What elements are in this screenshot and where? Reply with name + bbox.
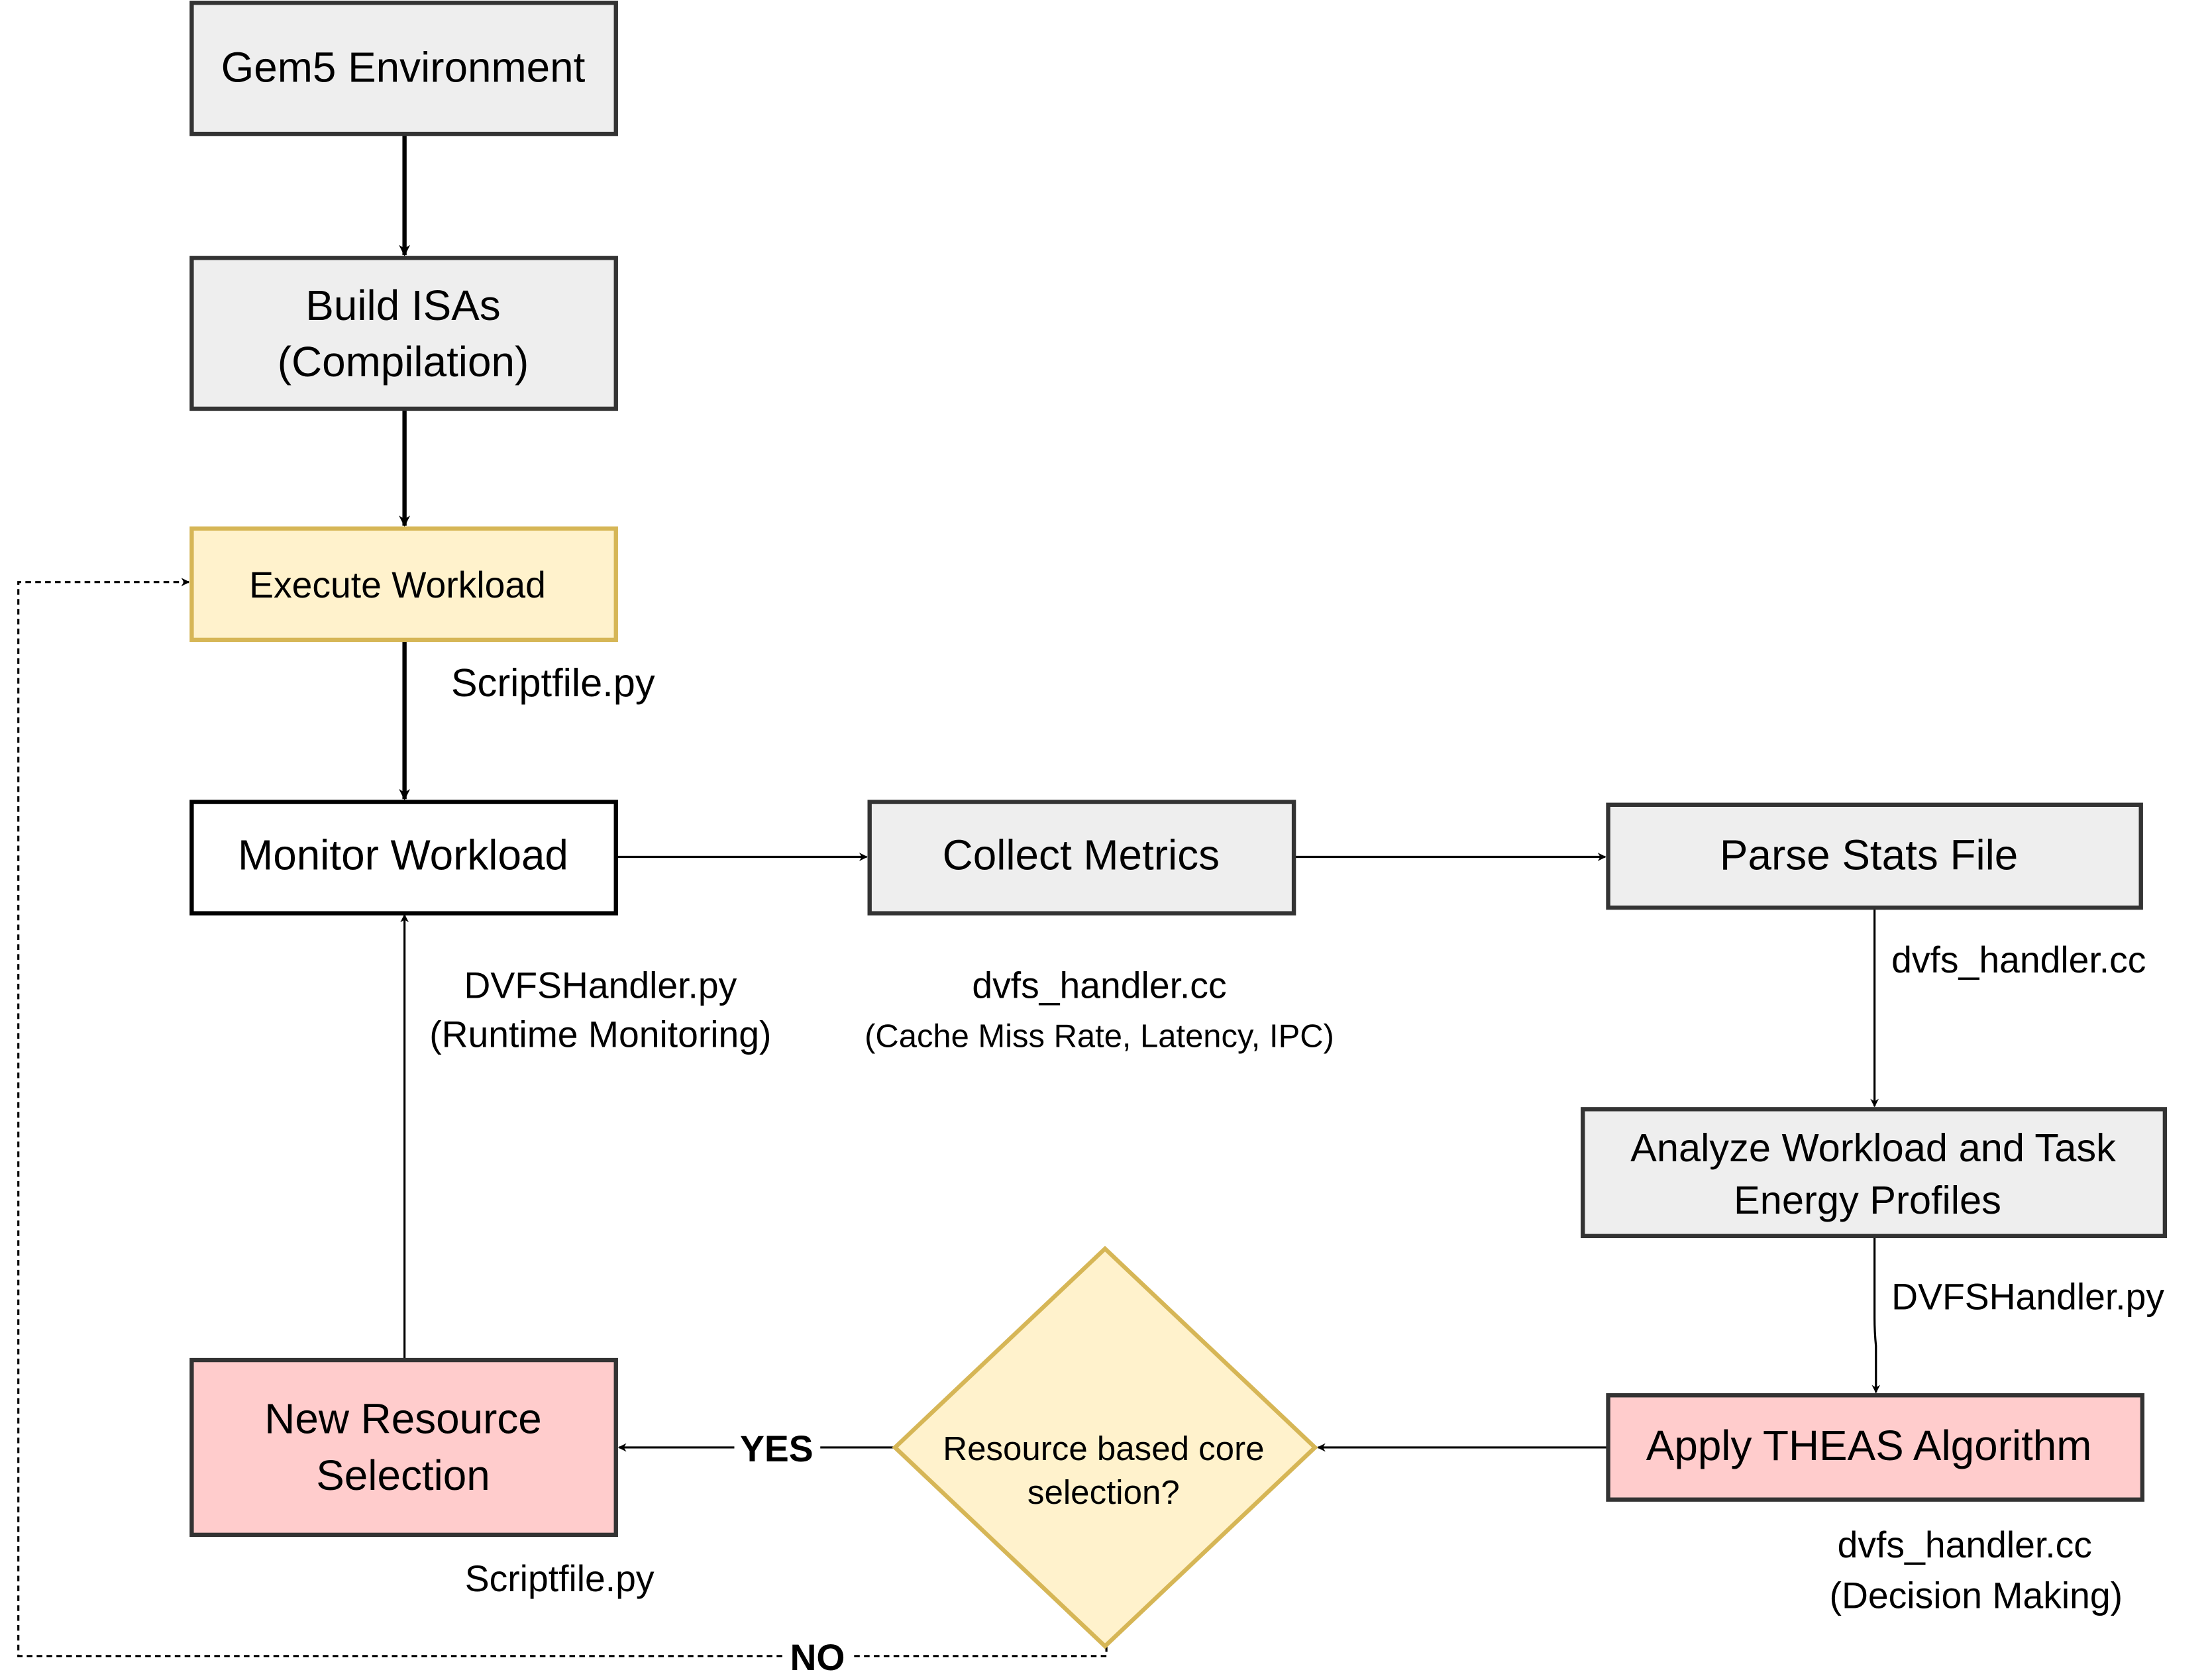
- build-isas-sublabel: (Compilation): [278, 338, 529, 386]
- annotation-dvfs-handler-metrics-list: (Cache Miss Rate, Latency, IPC): [865, 1019, 1334, 1055]
- decision-sublabel: selection?: [1027, 1473, 1180, 1511]
- execute-workload-label: Execute Workload: [249, 564, 546, 605]
- new-resource-selection-label: New Resource: [264, 1395, 541, 1443]
- edge-label-yes: YES: [740, 1428, 814, 1469]
- node-decision-diamond: Resource based core selection?: [892, 1245, 1318, 1650]
- annotation-dvfshandler-analyze: DVFSHandler.py: [1891, 1276, 2164, 1317]
- node-build-isas: Build ISAs (Compilation): [189, 256, 618, 411]
- new-resource-selection-sublabel: Selection: [316, 1451, 490, 1499]
- annotation-dvfs-handler-theas: dvfs_handler.cc: [1838, 1524, 2092, 1565]
- build-isas-label: Build ISAs: [305, 282, 500, 329]
- parse-stats-file-label: Parse Stats File: [1720, 831, 2018, 879]
- node-apply-theas: Apply THEAS Algorithm: [1606, 1393, 2145, 1502]
- node-new-resource-selection: New Resource Selection: [189, 1357, 618, 1538]
- apply-theas-label: Apply THEAS Algorithm: [1646, 1422, 2092, 1469]
- gem5-environment-label: Gem5 Environment: [221, 43, 586, 91]
- annotation-scriptfile-execute: Scriptfile.py: [451, 660, 655, 705]
- node-parse-stats-file: Parse Stats File: [1606, 802, 2143, 910]
- edges: [17, 135, 1881, 1657]
- edge-no-loop-to-execute: [17, 582, 1108, 1657]
- annotation-dvfshandler-monitor-role: (Runtime Monitoring): [429, 1014, 771, 1055]
- node-gem5-environment: Gem5 Environment: [189, 1, 618, 136]
- edge-analyze-to-theas: [1871, 1237, 1881, 1394]
- annotation-dvfs-handler-parse: dvfs_handler.cc: [1891, 939, 2146, 980]
- monitor-workload-label: Monitor Workload: [238, 831, 568, 879]
- annotation-dvfs-handler-metrics: dvfs_handler.cc: [972, 965, 1226, 1006]
- annotation-dvfshandler-monitor: DVFSHandler.py: [464, 965, 737, 1006]
- annotation-dvfs-handler-theas-role: (Decision Making): [1830, 1575, 2123, 1616]
- node-collect-metrics: Collect Metrics: [867, 800, 1296, 916]
- edge-label-no: NO: [790, 1637, 845, 1678]
- analyze-workload-label: Analyze Workload and Task: [1630, 1126, 2116, 1170]
- node-monitor-workload: Monitor Workload: [189, 800, 618, 916]
- node-analyze-workload: Analyze Workload and Task Energy Profile…: [1581, 1107, 2168, 1239]
- node-execute-workload: Execute Workload: [189, 526, 618, 643]
- annotation-scriptfile-new-resource: Scriptfile.py: [465, 1558, 655, 1599]
- decision-label: Resource based core: [943, 1430, 1264, 1467]
- collect-metrics-label: Collect Metrics: [943, 831, 1220, 879]
- analyze-workload-sublabel: Energy Profiles: [1734, 1178, 2001, 1222]
